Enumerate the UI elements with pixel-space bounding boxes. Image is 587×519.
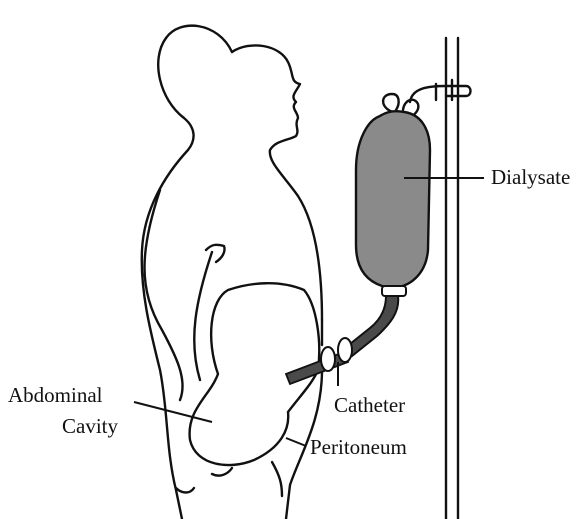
- dialysate-label: Dialysate: [491, 165, 570, 189]
- peritoneum-leader: [286, 438, 306, 446]
- catheter-label: Catheter: [334, 393, 405, 417]
- peritoneum-label: Peritoneum: [310, 435, 407, 459]
- drain-tube: [345, 296, 398, 356]
- abdominal-cavity-label-line2: Cavity: [62, 414, 118, 438]
- iv-pole: [410, 38, 471, 519]
- dialysate-bag: [356, 111, 430, 296]
- patient-body: [142, 26, 322, 519]
- abdominal-cavity-label-line1: Abdominal: [8, 383, 103, 407]
- peritoneum-outline: [190, 283, 320, 496]
